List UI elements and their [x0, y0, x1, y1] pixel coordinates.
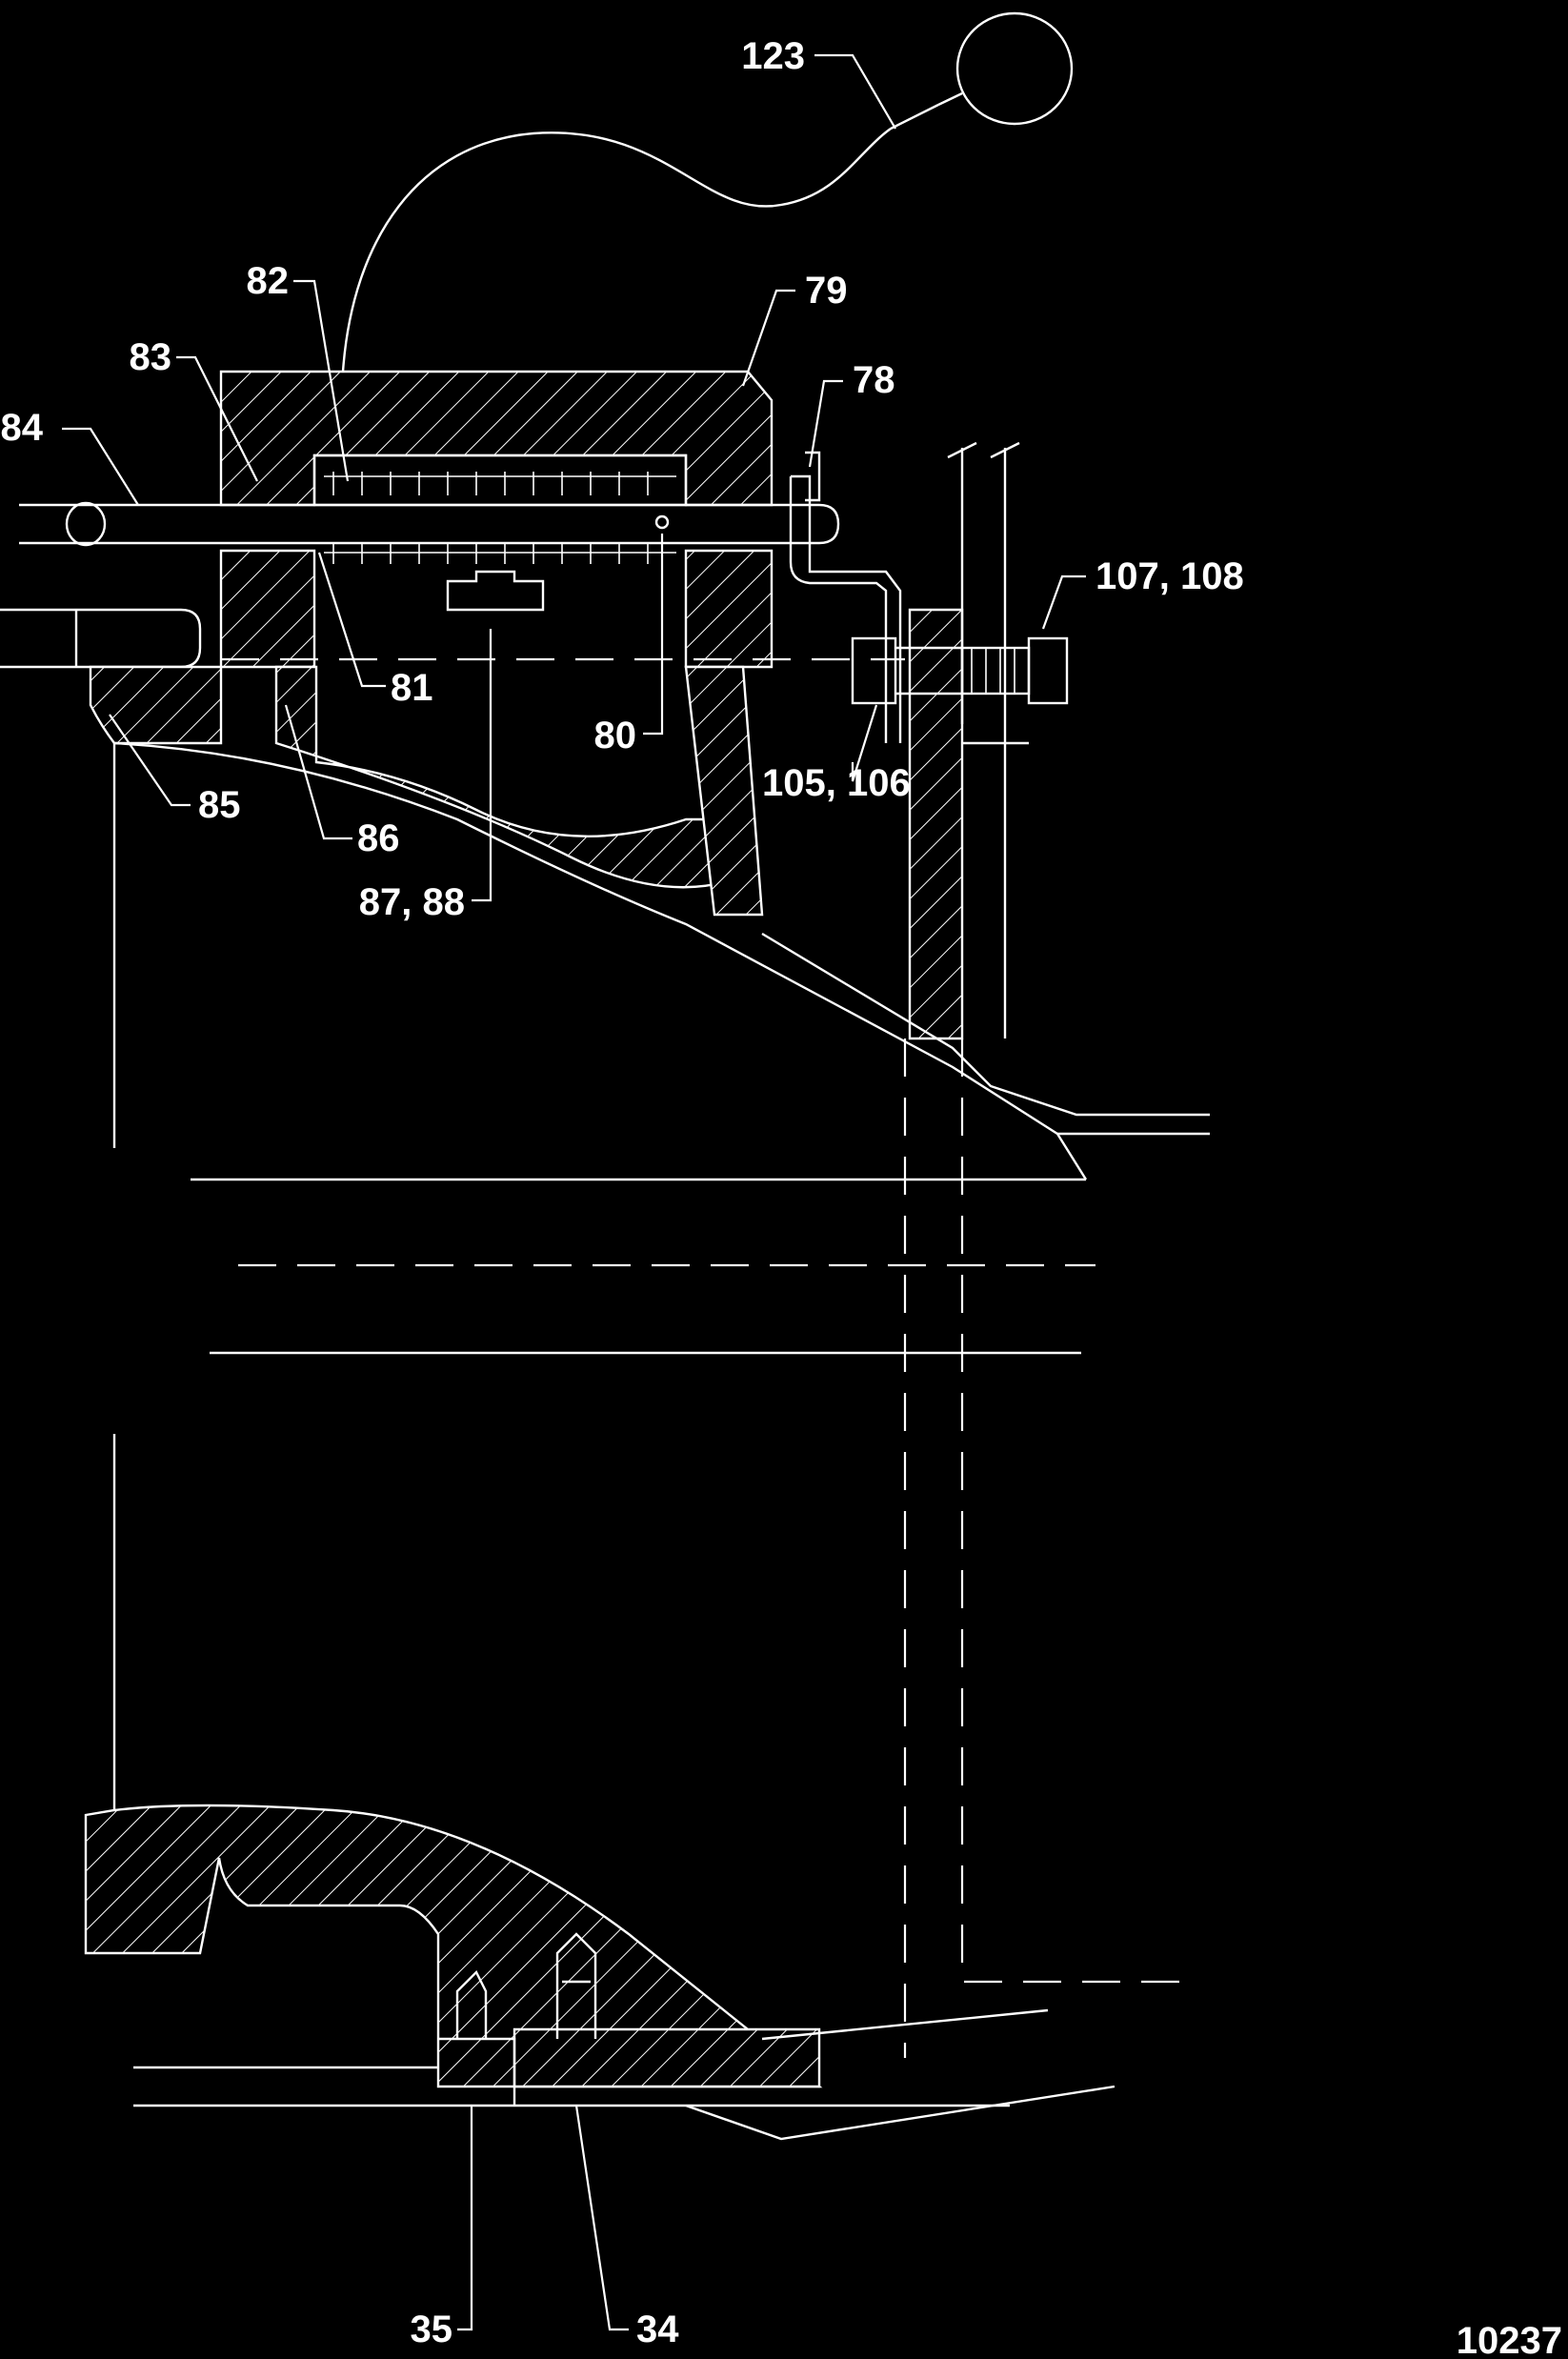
leader-lines	[62, 53, 1086, 2331]
cap-housing	[219, 370, 774, 669]
callout-123: 123	[741, 35, 805, 77]
callout-84: 84	[1, 407, 44, 449]
upper-casting	[113, 665, 1210, 1136]
mounting-plate	[908, 441, 1029, 1040]
callout-82: 82	[247, 260, 290, 302]
callout-105-106: 105, 106	[762, 762, 911, 804]
spring-detail	[324, 472, 676, 612]
callout-35: 35	[411, 2309, 453, 2350]
callout-81: 81	[391, 667, 433, 709]
callout-85: 85	[198, 784, 241, 826]
callout-83: 83	[130, 336, 172, 378]
left-fitting	[0, 608, 223, 745]
callout-87-88: 87, 88	[359, 881, 465, 923]
shaft	[19, 501, 840, 547]
body-lines	[112, 743, 1088, 1815]
callout-79: 79	[805, 270, 848, 312]
callout-80: 80	[594, 715, 637, 756]
callout-107-108: 107, 108	[1096, 555, 1244, 597]
tether-cable	[341, 11, 1074, 373]
callout-78: 78	[853, 359, 895, 401]
figure-id: 10237	[1457, 2320, 1562, 2359]
bolt-assembly	[851, 636, 1069, 705]
mounting-bracket	[789, 451, 902, 743]
callout-labels: 123 82 79 83 78 84 107, 108 81 80 105, 1…	[1, 35, 1563, 2359]
callout-86: 86	[357, 817, 400, 859]
lower-casting	[84, 1804, 1116, 2141]
callout-34: 34	[636, 2309, 679, 2350]
